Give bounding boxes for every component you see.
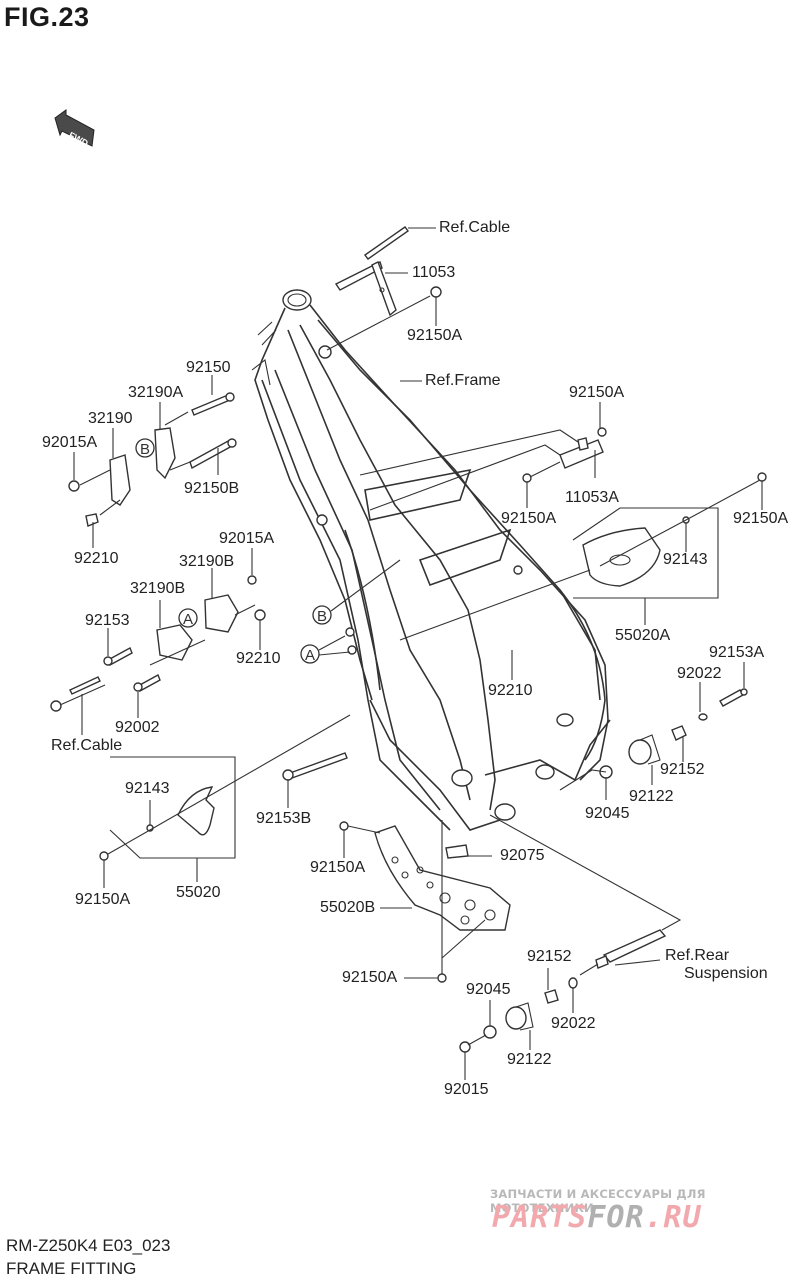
label-92150A-top: 92150A (407, 327, 463, 344)
fwd-arrow-icon: FWD (54, 109, 95, 149)
watermark-brand-part1: PARTS (492, 1200, 588, 1235)
callout-A-frame: A (300, 635, 351, 664)
watermark-subtitle: ЗАПЧАСТИ И АКСЕССУАРЫ ДЛЯ МОТОТЕХНИКИ (490, 1187, 706, 1215)
label-92150A-bottom: 92150A (342, 969, 398, 986)
label-ref-frame: Ref.Frame (425, 372, 501, 389)
label-92150A-far-right: 92150A (733, 510, 789, 527)
label-11053A: 11053A (565, 489, 619, 506)
label-ref-cable-top: Ref.Cable (439, 219, 511, 236)
callout-B-left: B (135, 438, 155, 458)
label-92143-right: 92143 (663, 551, 708, 568)
main-frame (251, 289, 611, 831)
label-92022-bottom: 92022 (551, 1015, 596, 1032)
leader-lines (73, 227, 763, 1080)
label-92015A-upper: 92015A (42, 434, 98, 451)
frame-guard-55020A (399, 472, 767, 641)
label-ref-cable-left: Ref.Cable (51, 737, 123, 754)
label-92122-right: 92122 (629, 788, 674, 805)
label-92150: 92150 (186, 359, 231, 376)
section-title: FRAME FITTING (6, 1259, 137, 1278)
label-32190B-upper: 32190B (179, 553, 235, 570)
label-92150A-mid: 92150A (501, 510, 557, 527)
engine-mount-bracket-upper (68, 392, 237, 527)
label-92150A-center: 92150A (310, 859, 366, 876)
figure-title: FIG.23 (4, 2, 90, 32)
swingarm-pivot-hardware-right (559, 688, 748, 791)
label-ref-rear-suspension-line2: Suspension (684, 965, 768, 982)
label-32190B-lower: 32190B (130, 580, 186, 597)
model-code: RM-Z250K4 E03_023 (6, 1236, 171, 1255)
label-92150B: 92150B (184, 480, 240, 497)
label-92022-right: 92022 (677, 665, 722, 682)
label-92045-right: 92045 (585, 805, 630, 822)
label-55020B: 55020B (320, 899, 376, 916)
label-92152-right: 92152 (660, 761, 705, 778)
label-92150A-right-upper: 92150A (569, 384, 625, 401)
svg-text:B: B (317, 608, 327, 625)
label-92150A-left-low: 92150A (75, 891, 131, 908)
label-92153B: 92153B (256, 810, 312, 827)
callout-A-left: A (178, 608, 198, 628)
label-ref-rear-suspension-line1: Ref.Rear (665, 947, 730, 964)
frame-guard-55020 (99, 714, 351, 861)
watermark-logo: PARTSFOR.RU (492, 1200, 702, 1235)
label-92002: 92002 (115, 719, 160, 736)
skid-plate-55020B (339, 820, 511, 983)
svg-text:A: A (305, 647, 315, 664)
label-92143-left: 92143 (125, 780, 170, 797)
label-92210-left: 92210 (236, 650, 281, 667)
label-92153A: 92153A (709, 644, 765, 661)
label-32190: 32190 (88, 410, 133, 427)
label-92015A-lower: 92015A (219, 530, 275, 547)
engine-mount-bracket-lower (50, 575, 266, 712)
label-92075: 92075 (500, 847, 545, 864)
svg-text:A: A (183, 611, 193, 628)
label-92045-bottom: 92045 (466, 981, 511, 998)
label-55020A: 55020A (615, 627, 671, 644)
label-32190A: 32190A (128, 384, 184, 401)
bracket-11053A (359, 427, 607, 511)
label-92122-bottom: 92122 (507, 1051, 552, 1068)
label-92210-upper: 92210 (74, 550, 119, 567)
watermark-brand-part2: FOR (587, 1200, 645, 1235)
svg-text:B: B (140, 441, 150, 458)
callout-B-frame: B (312, 559, 401, 625)
label-55020: 55020 (176, 884, 221, 901)
swingarm-pivot-hardware-bottom (459, 814, 682, 1053)
label-92153: 92153 (85, 612, 130, 629)
watermark-brand-part3: .RU (644, 1200, 702, 1235)
bolt-92150A-top (326, 286, 442, 351)
label-92152-bottom: 92152 (527, 948, 572, 965)
label-92015-bottom: 92015 (444, 1081, 489, 1098)
label-92210-center: 92210 (488, 682, 533, 699)
cable-guide-11053 (334, 226, 409, 317)
label-11053: 11053 (412, 264, 456, 281)
